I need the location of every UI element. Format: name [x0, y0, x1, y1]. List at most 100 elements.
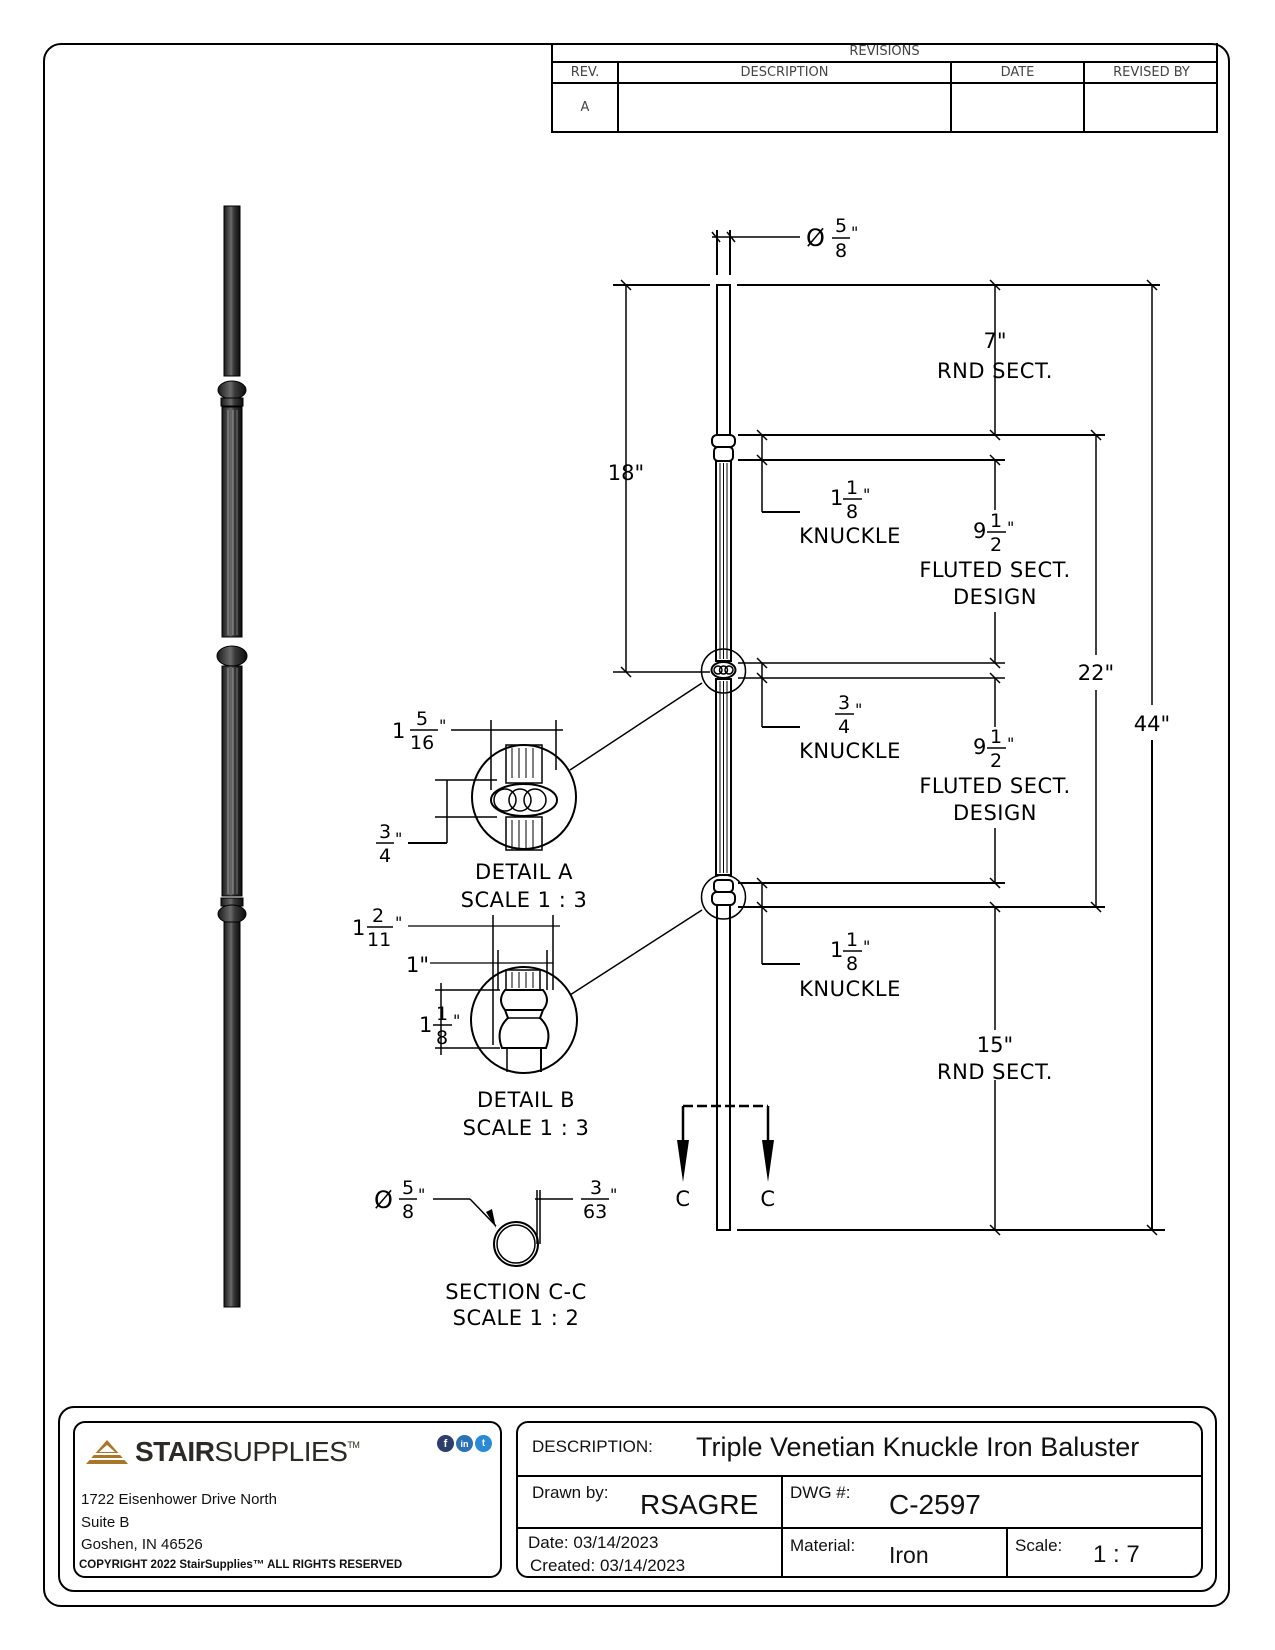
- detail-b-scale: SCALE 1 : 3: [463, 1116, 590, 1140]
- svg-text:1: 1: [419, 1013, 432, 1037]
- svg-text:Ø: Ø: [806, 224, 825, 252]
- revisions-table: REVISIONS REV. DESCRIPTION DATE REVISED …: [551, 43, 1218, 133]
- date-label: Date:: [528, 1533, 569, 1552]
- drawing-info-row: Drawn by: RSAGRE DWG #: C-2597: [518, 1477, 1201, 1529]
- logo-trademark: TM: [347, 1440, 360, 1450]
- svg-text:4: 4: [838, 716, 850, 738]
- svg-text:KNUCKLE: KNUCKLE: [799, 977, 901, 1001]
- svg-text:8: 8: [436, 1027, 448, 1049]
- svg-text:": ": [851, 223, 858, 242]
- svg-text:8: 8: [835, 240, 847, 262]
- detail-b: [408, 915, 578, 1074]
- dim-bottom-round-label: RND SECT.: [937, 1060, 1053, 1084]
- revision-row: A: [553, 84, 1216, 131]
- svg-text:8: 8: [402, 1201, 414, 1223]
- description-cell: [619, 84, 952, 131]
- baluster-elevation: [700, 230, 747, 1231]
- detail-b-title: DETAIL B: [477, 1088, 575, 1112]
- description-label: DESCRIPTION:: [532, 1437, 653, 1456]
- drawn-by-value: RSAGRE: [640, 1489, 759, 1520]
- detail-b-outer-width-dim: 1 2 11 ": [352, 905, 402, 951]
- address-line-3: Goshen, IN 46526: [81, 1536, 203, 1553]
- dim-overall-height: 44": [1134, 712, 1170, 736]
- svg-text:1: 1: [352, 916, 365, 940]
- svg-text:": ": [1007, 518, 1014, 537]
- section-cc-scale: SCALE 1 : 2: [453, 1306, 580, 1330]
- part-description: Triple Venetian Knuckle Iron Baluster: [696, 1432, 1140, 1462]
- material-value: Iron: [889, 1542, 929, 1568]
- date-value: 03/14/2023: [573, 1533, 659, 1552]
- svg-text:": ": [418, 1185, 425, 1204]
- svg-text:3: 3: [379, 821, 391, 843]
- detail-a-height-dim: 3 4 ": [376, 821, 402, 867]
- section-cc-arrow: [486, 1209, 496, 1228]
- svg-text:KNUCKLE: KNUCKLE: [799, 739, 901, 763]
- linkedin-icon[interactable]: in: [456, 1435, 473, 1452]
- section-mark-right: C: [760, 1187, 775, 1211]
- svg-text:1: 1: [830, 938, 843, 962]
- svg-text:": ": [395, 829, 402, 848]
- svg-text:2: 2: [990, 750, 1002, 772]
- section-cc-title: SECTION C-C: [445, 1280, 587, 1304]
- detail-a-title: DETAIL A: [475, 860, 573, 884]
- svg-text:1: 1: [846, 929, 858, 951]
- svg-text:1: 1: [392, 719, 405, 743]
- svg-text:": ": [610, 1185, 617, 1204]
- created-value: 03/14/2023: [599, 1556, 686, 1575]
- section-arrow-left: [677, 1140, 689, 1182]
- svg-text:DESIGN: DESIGN: [953, 585, 1037, 609]
- scale-value: 1 : 7: [1093, 1541, 1140, 1568]
- description-row: DESCRIPTION: Triple Venetian Knuckle Iro…: [518, 1423, 1201, 1477]
- section-arrow-right: [762, 1140, 774, 1182]
- dim-top-knuckle: 1 1 8 " KNUCKLE: [799, 477, 900, 548]
- svg-text:5: 5: [835, 215, 847, 237]
- svg-text:5: 5: [402, 1177, 414, 1199]
- svg-text:5: 5: [416, 708, 428, 730]
- rev-cell: A: [553, 84, 619, 131]
- dim-top-round-value: 7": [983, 329, 1006, 353]
- divider: [781, 1477, 783, 1527]
- detail-b-height-dim: 1 1 8 ": [419, 1003, 460, 1049]
- svg-text:2: 2: [372, 905, 384, 927]
- svg-text:1: 1: [990, 726, 1002, 748]
- address-line-1: 1722 Eisenhower Drive North: [81, 1491, 277, 1508]
- svg-text:2: 2: [990, 534, 1002, 556]
- drawing-frame: [43, 43, 1230, 1607]
- company-info-panel: STAIRSUPPLIESTM f in t 1722 Eisenhower D…: [73, 1421, 502, 1578]
- facebook-icon[interactable]: f: [437, 1435, 454, 1452]
- svg-text:16: 16: [410, 732, 434, 754]
- detail-a-width-dim: 1 5 16 ": [392, 708, 446, 754]
- revisions-header: REV. DESCRIPTION DATE REVISED BY: [553, 63, 1216, 84]
- dim-upper-fluted: 9 1 2 " FLUTED SECT. DESIGN: [919, 510, 1070, 609]
- svg-text:1: 1: [846, 477, 858, 499]
- stairs-logo-icon: [86, 1440, 128, 1464]
- description-col-header: DESCRIPTION: [619, 63, 952, 82]
- scale-label: Scale:: [1015, 1536, 1063, 1555]
- svg-text:9: 9: [973, 519, 986, 543]
- section-cc-diameter-dim: Ø 5 8 ": [374, 1177, 425, 1223]
- date-cell: [952, 84, 1085, 131]
- svg-text:1: 1: [436, 1003, 448, 1025]
- revisions-title: REVISIONS: [553, 43, 1216, 63]
- copyright-notice: COPYRIGHT 2022 StairSupplies™ ALL RIGHTS…: [79, 1559, 403, 1571]
- svg-text:1: 1: [990, 510, 1002, 532]
- title-block-border: [58, 1406, 1217, 1592]
- date-field: Date: 03/14/2023: [528, 1533, 658, 1553]
- svg-text:3: 3: [838, 692, 850, 714]
- svg-text:63: 63: [583, 1201, 607, 1223]
- logo-text-bold: STAIR: [135, 1436, 215, 1467]
- detail-a: [408, 720, 577, 851]
- svg-text:": ": [863, 485, 870, 504]
- twitter-icon[interactable]: t: [475, 1435, 492, 1452]
- svg-text:3: 3: [590, 1177, 602, 1199]
- created-field: Created: 03/14/2023: [530, 1556, 685, 1576]
- title-block-info: DESCRIPTION: Triple Venetian Knuckle Iro…: [516, 1421, 1203, 1578]
- detail-b-inner-width-dim: 1": [406, 953, 429, 977]
- material-label: Material:: [790, 1536, 856, 1555]
- meta-row: Date: 03/14/2023 Created: 03/14/2023 Mat…: [518, 1529, 1201, 1576]
- baluster-render: [216, 205, 248, 1308]
- svg-text:4: 4: [379, 845, 391, 867]
- created-label: Created:: [530, 1556, 596, 1575]
- svg-text:DESIGN: DESIGN: [953, 801, 1037, 825]
- dimension-lines: [569, 231, 1165, 1236]
